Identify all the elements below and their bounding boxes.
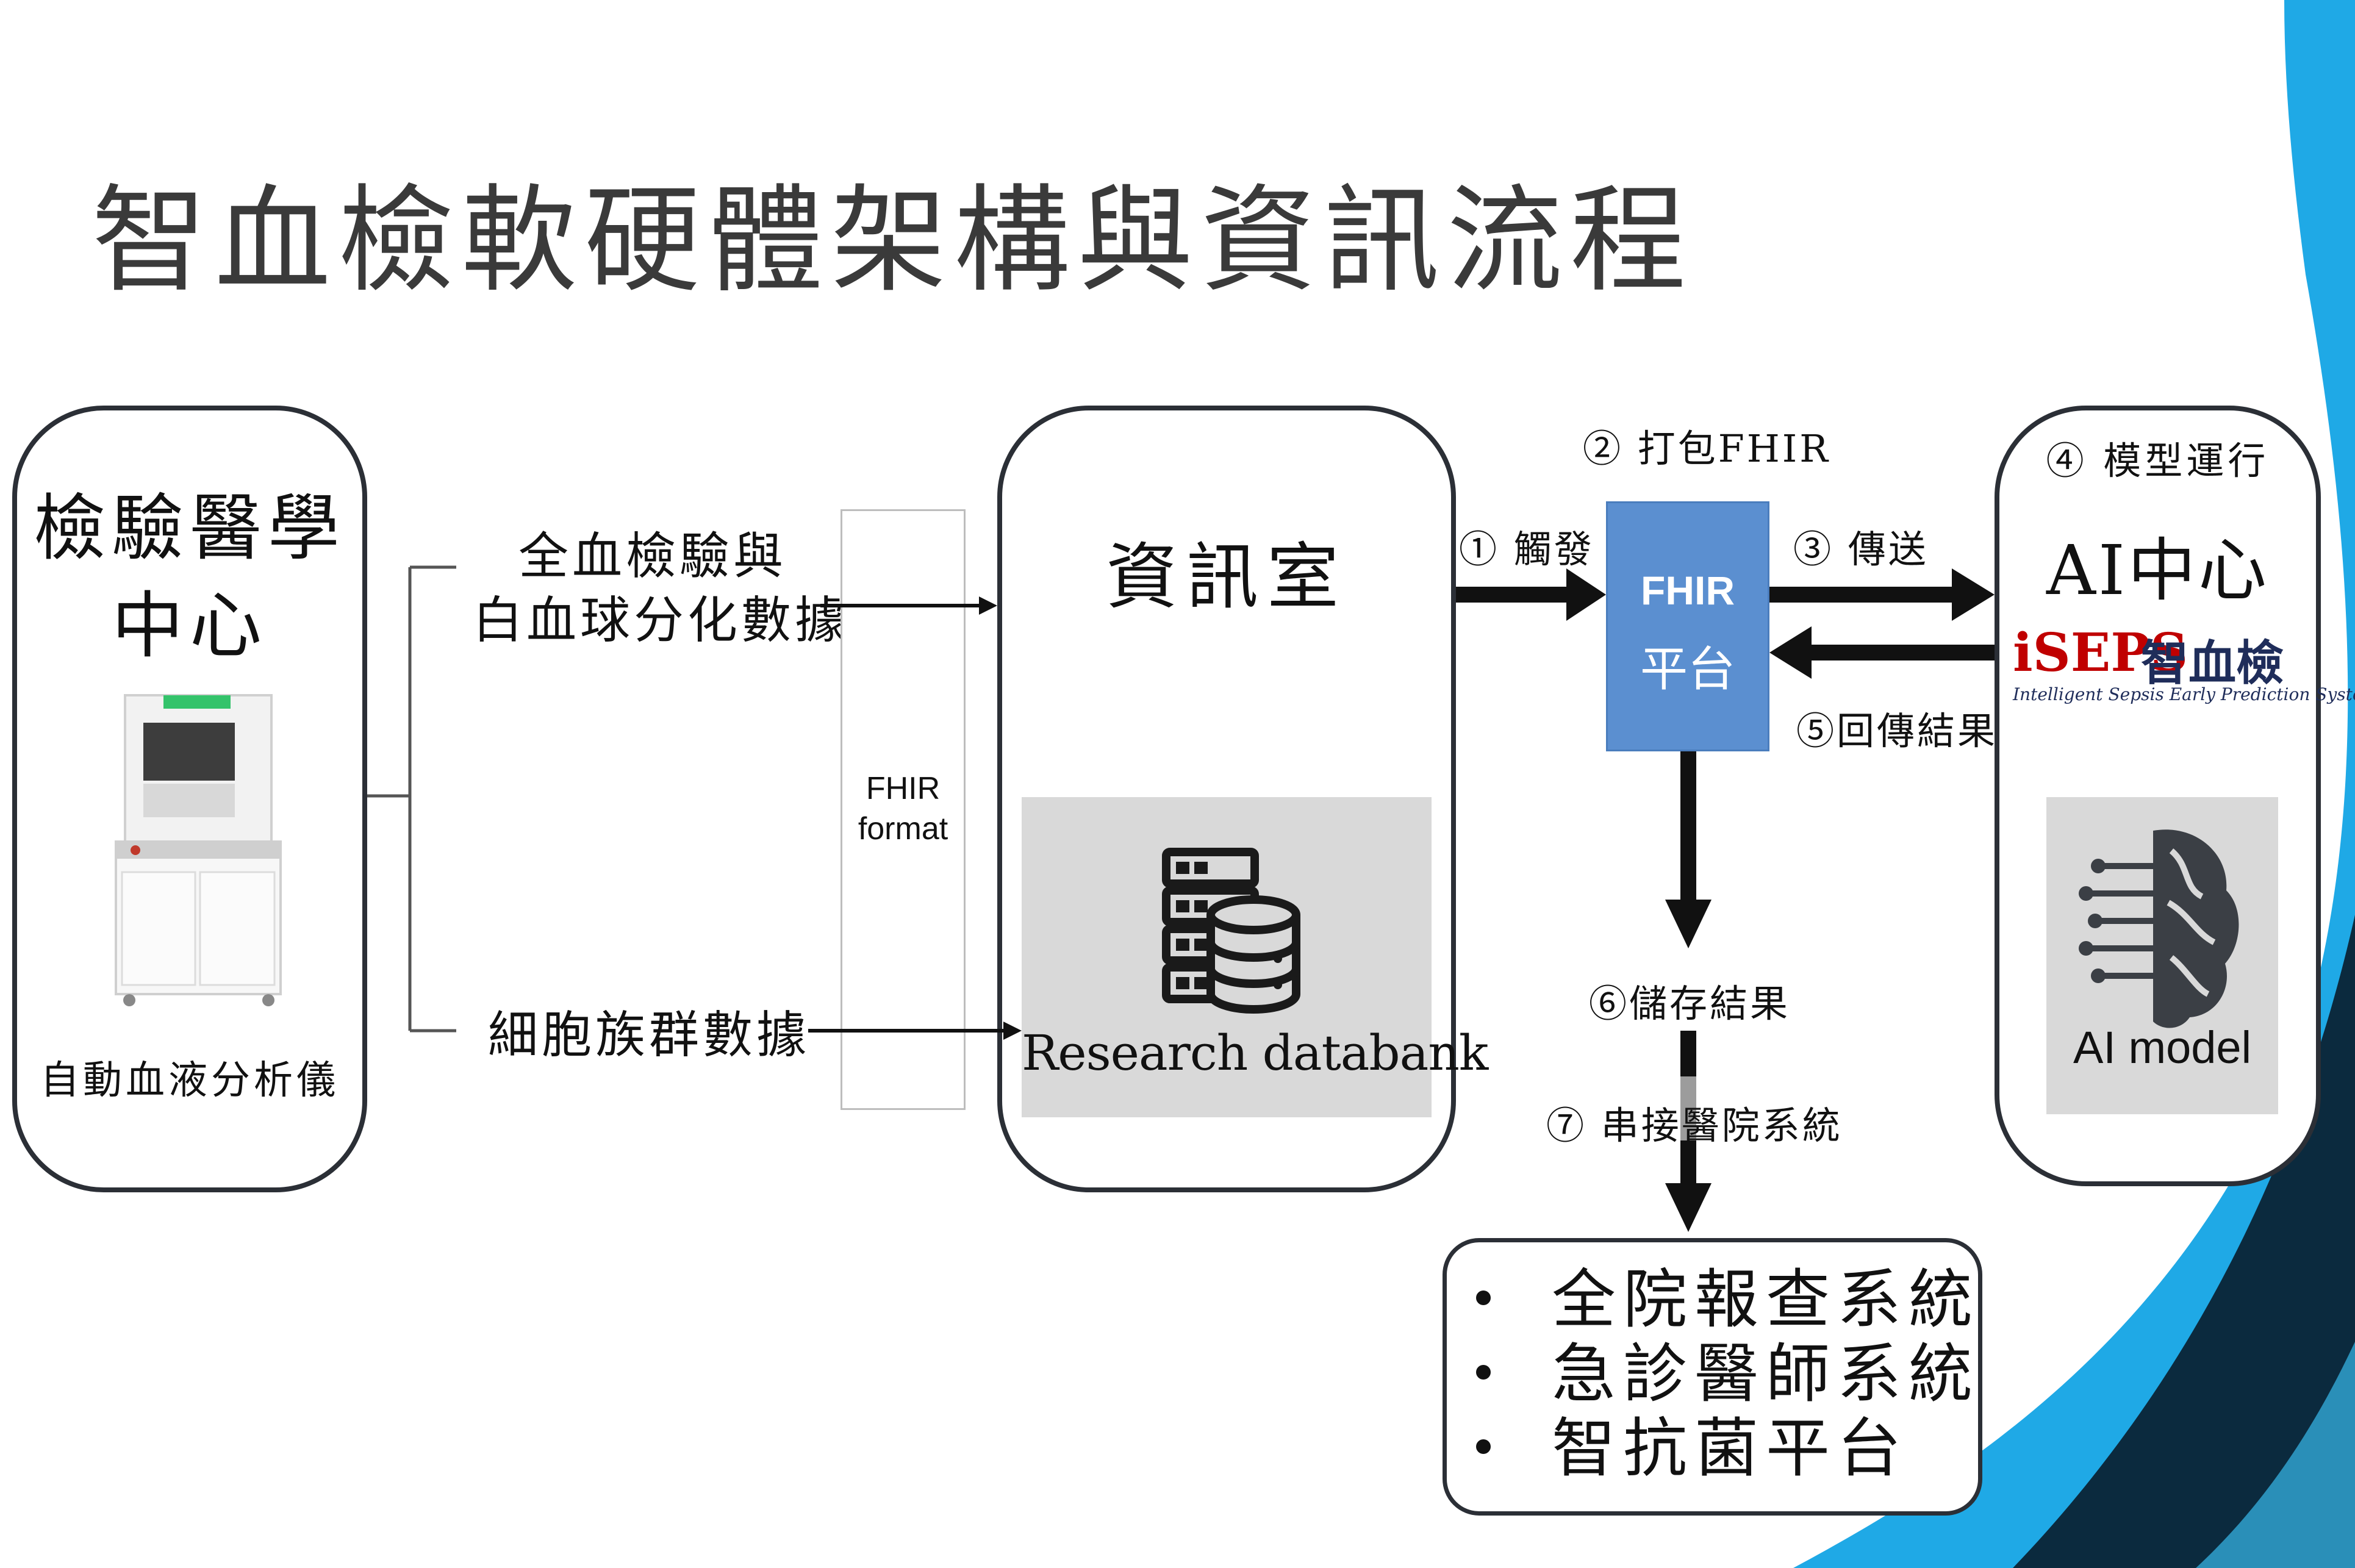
step-6-store-result: ⑥儲存結果 [1589,981,1791,1026]
ai-center-name: AI中心 [2046,531,2270,610]
target-system-label: 智抗菌平台 [1552,1411,1909,1486]
lab-center-name-line2: 中心 [111,584,268,668]
step-5-return-result: ⑤回傳結果 [1796,709,1998,753]
step-4-model-running: ④ 模型運行 [2046,439,2270,483]
fhir-platform-box [1606,501,1769,751]
list-item: 急診醫師系統 [1476,1337,1980,1411]
hospital-systems-list: 全院報查系統 急診醫師系統 智抗菌平台 [1476,1262,1980,1486]
iseps-logo-chinese: 智血檢 [2141,635,2284,691]
hospital-systems-box [1443,1238,1982,1516]
step-2-package-fhir: ② 打包FHIR [1583,426,1830,471]
step-1-trigger: ① 觸發 [1459,527,1594,571]
lab-center-name-line1: 檢驗醫學 [33,486,346,570]
ai-model-label: AI model [2073,1022,2252,1073]
info-room-name: 資訊室 [1105,535,1347,619]
bullet-icon [1476,1439,1491,1454]
fhir-format-box [841,509,966,1110]
bullet-icon [1476,1364,1491,1380]
list-item: 全院報查系統 [1476,1262,1980,1337]
fhir-format-line2: format [858,811,948,847]
data-label-cbc-line2: 白血球分化數據 [473,592,849,650]
fhir-platform-line2: 平台 [1640,642,1735,697]
list-item: 智抗菌平台 [1476,1411,1980,1486]
target-system-label: 全院報查系統 [1552,1262,1980,1337]
target-system-label: 急診醫師系統 [1552,1337,1980,1411]
page-title: 智血檢軟硬體架構與資訊流程 [91,173,1694,308]
iseps-logo-brand: iSEPS [2013,622,2188,684]
device-label: 自動血液分析儀 [40,1058,339,1103]
iseps-logo-tagline: Intelligent Sepsis Early Prediction Syst… [2013,684,2355,704]
fhir-format-line1: FHIR [866,771,941,806]
step-7-connect-hospital: ⑦ 串接醫院系統 [1546,1103,1843,1148]
research-databank-label: Research databank [1022,1025,1488,1081]
fhir-platform-line1: FHIR [1641,568,1735,613]
data-label-cell-population: 細胞族群數據 [488,1006,811,1064]
bullet-icon [1476,1290,1491,1305]
step-3-send: ③ 傳送 [1793,527,1929,571]
data-label-cbc-line1: 全血檢驗與 [518,528,787,585]
